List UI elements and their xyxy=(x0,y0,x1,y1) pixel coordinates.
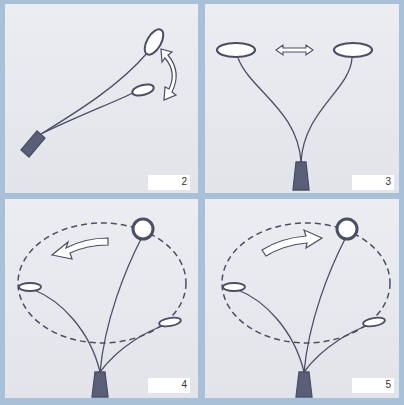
rod-figure xyxy=(21,26,176,157)
panel xyxy=(5,199,198,398)
rod-figure xyxy=(222,219,390,397)
callout-box xyxy=(148,175,190,190)
panel xyxy=(205,199,399,398)
rod-figure xyxy=(217,43,372,190)
callout-number: 5 xyxy=(352,379,391,391)
callout-box xyxy=(352,378,394,393)
panel xyxy=(5,4,198,193)
rod-figure xyxy=(18,219,186,397)
panel xyxy=(205,4,399,193)
callout-number: 2 xyxy=(148,176,187,188)
callout-number: 3 xyxy=(352,176,391,188)
callout-box xyxy=(148,378,190,393)
callout-box xyxy=(352,175,394,190)
callout-number: 4 xyxy=(148,379,187,391)
